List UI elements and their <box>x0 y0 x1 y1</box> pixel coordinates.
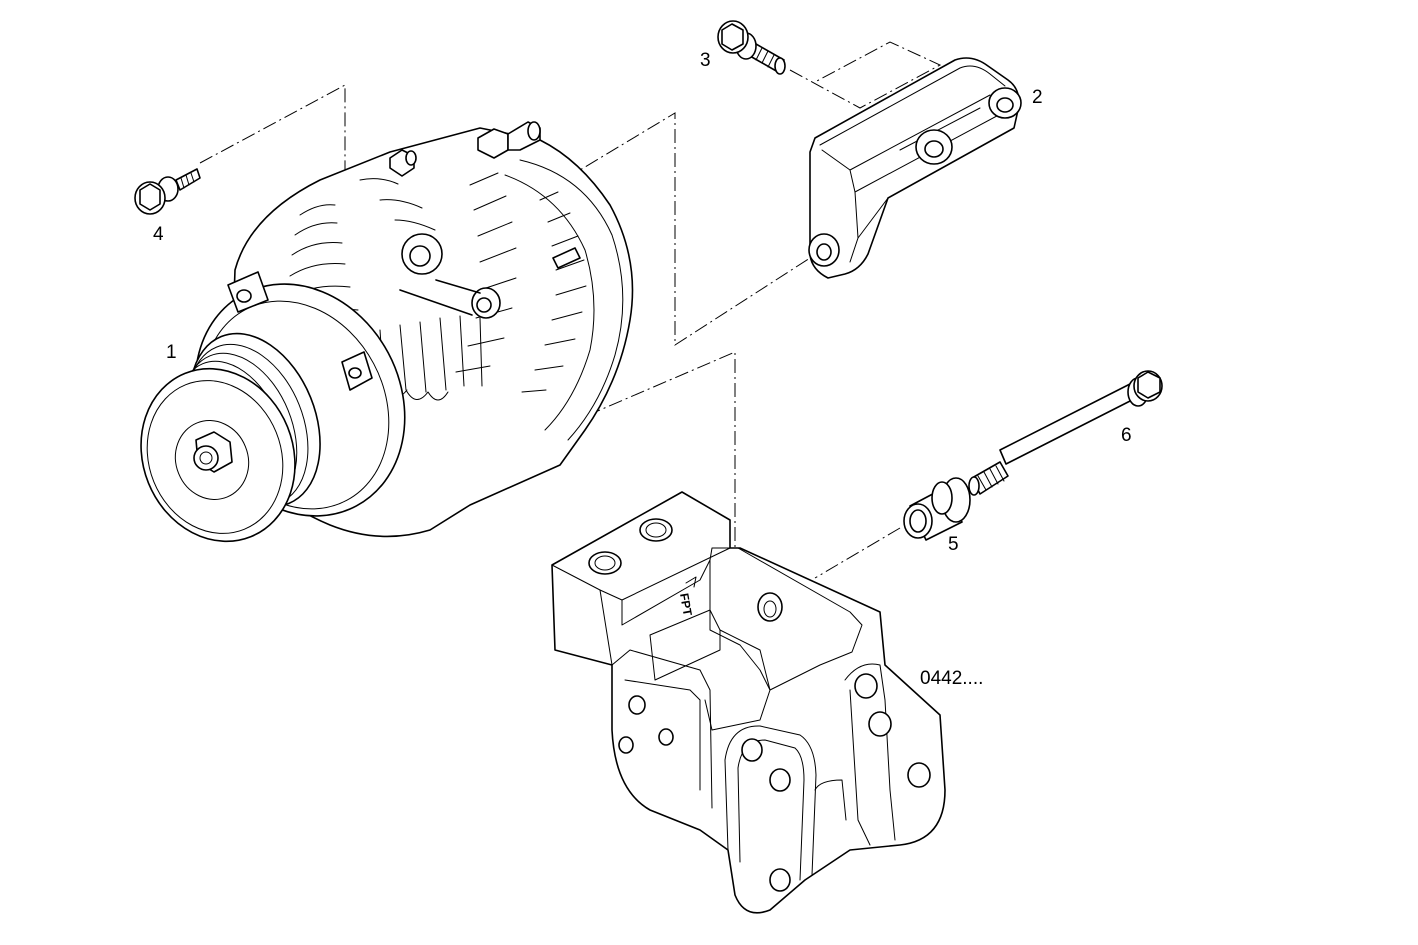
drawing-code: 0442.... <box>920 668 983 689</box>
flange-bolt-3[interactable] <box>717 20 786 75</box>
callout-labels: 1 2 3 4 5 6 0442.... <box>153 50 1132 689</box>
callout-5: 5 <box>948 534 959 555</box>
alternator-1[interactable] <box>115 121 634 565</box>
callout-3: 3 <box>700 50 711 71</box>
callout-4: 4 <box>153 224 164 245</box>
flange-bolt-4[interactable] <box>134 168 201 215</box>
spacer-bushing-5[interactable] <box>903 477 971 541</box>
callout-2: 2 <box>1032 87 1043 108</box>
mounting-bracket-2[interactable] <box>808 57 1022 279</box>
long-bolt-6[interactable] <box>968 370 1163 496</box>
callout-1: 1 <box>166 342 177 363</box>
callout-6: 6 <box>1121 425 1132 446</box>
engine-bracket-base: FPT <box>551 491 946 914</box>
manufacturer-logo: FPT <box>677 592 695 617</box>
